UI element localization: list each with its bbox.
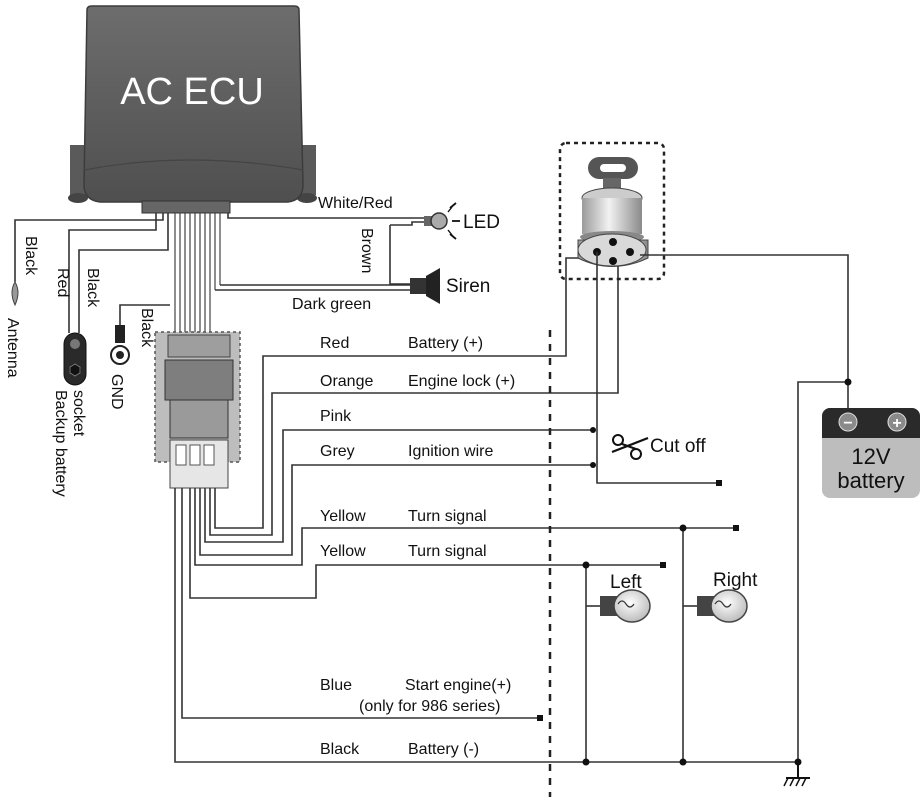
- right-lamp-label: Right: [713, 570, 758, 591]
- conn-0-color: Red: [320, 335, 349, 352]
- black-gnd-label: Black: [138, 308, 155, 348]
- black-antenna-label: Black: [22, 236, 39, 276]
- white-red-label: White/Red: [318, 195, 393, 212]
- left-lamp-label: Left: [610, 572, 642, 593]
- battery-label-line2: battery: [837, 468, 904, 493]
- conn-4-function: Turn signal: [408, 508, 487, 525]
- car-battery: − + 12V battery: [822, 408, 920, 498]
- black-backup-label: Black: [84, 268, 101, 308]
- blue-note: (only for 986 series): [359, 698, 500, 715]
- conn-2-color: Pink: [320, 408, 352, 425]
- cut-off-label: Cut off: [650, 436, 706, 457]
- left-lamp-icon: [600, 589, 651, 623]
- wire-bundle: [174, 213, 221, 340]
- ignition-output-wire: [596, 252, 718, 484]
- ground-icon: [783, 762, 810, 787]
- led-label: LED: [463, 212, 500, 233]
- battery-neg-symbol: −: [843, 415, 852, 432]
- conn-5-color: Yellow: [320, 543, 366, 560]
- conn-1-function: Engine lock (+): [408, 373, 515, 390]
- siren-label: Siren: [446, 276, 490, 297]
- conn-7-color: Black: [320, 741, 360, 758]
- battery-pos-symbol: +: [892, 415, 901, 432]
- brown-label: Brown: [358, 228, 375, 273]
- battery-label-line1: 12V: [851, 444, 890, 469]
- backup-battery-wires: [68, 213, 169, 333]
- conn-0-function: Battery (+): [408, 335, 483, 352]
- backup-battery-socket-icon: [63, 332, 87, 386]
- antenna-label: Antenna: [4, 318, 21, 378]
- ignition-to-battery-wire: [640, 254, 849, 762]
- conn-4-color: Yellow: [320, 508, 366, 525]
- scissors-icon: [611, 434, 649, 460]
- right-lamp-icon: [697, 589, 748, 623]
- dark-green-label: Dark green: [292, 296, 371, 313]
- gnd-label: GND: [108, 374, 125, 410]
- harness-connector: [154, 331, 241, 489]
- conn-3-color: Grey: [320, 443, 355, 460]
- siren-icon: [410, 268, 440, 304]
- conn-6-function: Start engine(+): [405, 677, 511, 694]
- gnd-wire: [110, 304, 170, 365]
- conn-6-color: Blue: [320, 677, 352, 694]
- conn-7-function: Battery (-): [408, 741, 479, 758]
- led-icon: [424, 202, 460, 240]
- conn-1-color: Orange: [320, 373, 373, 390]
- lamp-wiring: [582, 524, 802, 766]
- conn-5-function: Turn signal: [408, 543, 487, 560]
- backup-label-line1: Backup battery: [52, 390, 69, 497]
- antenna-wire: [11, 213, 164, 307]
- led-siren-wires: [215, 213, 432, 291]
- ecu-title: AC ECU: [120, 71, 264, 113]
- ignition-switch: [558, 141, 666, 281]
- conn-3-function: Ignition wire: [408, 443, 493, 460]
- red-backup-label: Red: [54, 268, 71, 297]
- ecu-box: AC ECU: [68, 5, 317, 214]
- backup-label-line2: socket: [70, 390, 87, 437]
